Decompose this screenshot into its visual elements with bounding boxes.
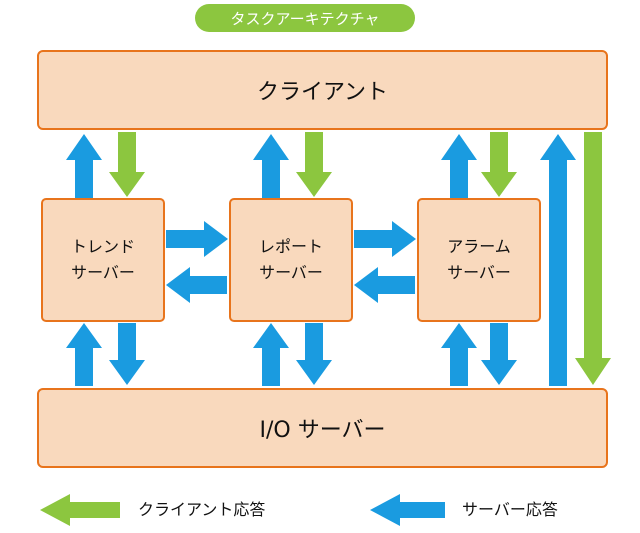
arrow-report-to-io	[296, 323, 332, 385]
arrow-trend-to-report	[166, 221, 228, 257]
trend-server-line1: トレンド	[70, 237, 135, 257]
alarm-server-line1: アラーム	[447, 237, 511, 257]
legend-client-response-label: クライアント応答	[138, 500, 266, 519]
io-server-label: I/O サーバー	[259, 418, 386, 443]
arrow-io-to-report	[253, 323, 289, 386]
arrow-io-to-trend	[66, 323, 102, 386]
client-box: クライアント	[37, 50, 608, 130]
trend-server-line2: サーバー	[71, 263, 135, 282]
alarm-server-box: アラーム サーバー	[417, 198, 541, 322]
arrow-report-to-client	[253, 134, 289, 198]
io-server-box: I/O サーバー	[37, 388, 608, 468]
report-server-line2: サーバー	[259, 263, 323, 282]
arrow-io-to-client	[540, 134, 576, 386]
arrow-trend-to-client	[66, 134, 102, 198]
trend-server-box: トレンド サーバー	[41, 198, 165, 322]
arrow-client-to-alarm	[481, 132, 517, 197]
legend-client-response-arrow	[40, 494, 120, 526]
report-server-box: レポート サーバー	[229, 198, 353, 322]
arrow-alarm-to-client	[441, 134, 477, 198]
arrow-client-to-trend	[109, 132, 145, 197]
legend-server-response-arrow	[370, 494, 445, 526]
report-server-line1: レポート	[258, 237, 323, 257]
diagram-title: タスクアーキテクチャ	[195, 4, 415, 32]
client-label: クライアント	[256, 80, 389, 105]
arrow-alarm-to-report	[354, 267, 415, 303]
arrow-report-to-alarm	[354, 221, 416, 257]
arrow-trend-to-io	[109, 323, 145, 385]
arrow-alarm-to-io	[481, 323, 517, 385]
arrow-report-to-trend	[166, 267, 227, 303]
arrow-io-to-alarm	[441, 323, 477, 386]
arrow-client-to-report	[296, 132, 332, 197]
arrow-client-to-io	[575, 132, 611, 385]
legend-server-response-label: サーバー応答	[462, 500, 558, 519]
alarm-server-line2: サーバー	[447, 263, 511, 282]
